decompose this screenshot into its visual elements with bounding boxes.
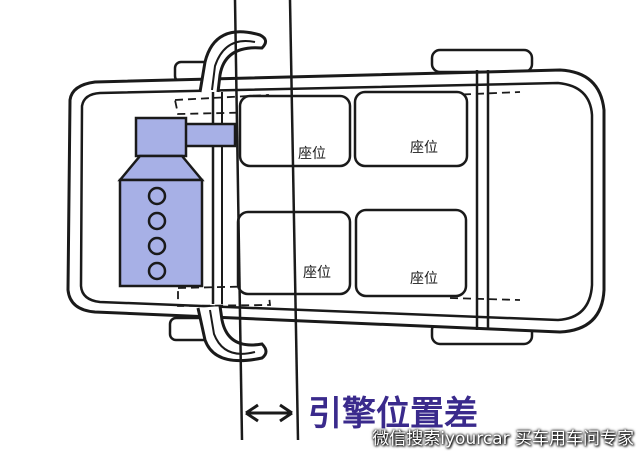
cylinder-2 (147, 211, 167, 231)
rear-dash-bottom (449, 297, 521, 301)
rear-top-wheel (430, 48, 534, 74)
reference-line-right (288, 0, 300, 441)
engine-shaft (183, 122, 237, 148)
watermark: 微信搜索iyourcar 买车用车问专家 (372, 429, 634, 449)
car-body-inner (79, 81, 594, 322)
cylinder-3 (147, 236, 167, 256)
rear-dash-top (449, 91, 521, 96)
mirror-top (198, 30, 267, 93)
seat-label-front-bottom: 座位 (303, 265, 331, 281)
cylinder-4 (147, 261, 167, 281)
seat-label-front-top: 座位 (298, 146, 326, 162)
cylinder-1 (147, 186, 167, 206)
seat-rear-top (353, 90, 469, 168)
engine-position-caption: 引擎位置差 (308, 394, 478, 434)
mirror-top-inner (211, 40, 256, 91)
seat-label-rear-top: 座位 (410, 140, 438, 156)
mirror-bottom-inner (209, 309, 256, 355)
seat-rear-bottom (354, 208, 468, 298)
seat-front-top (238, 94, 352, 168)
dimension-arrow (245, 403, 293, 423)
mirror-bottom (196, 305, 268, 363)
door-dash-bottom (177, 285, 271, 307)
seat-label-rear-bottom: 座位 (410, 271, 438, 287)
engine-head (134, 116, 188, 158)
reference-line-left (233, 0, 244, 441)
engine (117, 116, 237, 288)
